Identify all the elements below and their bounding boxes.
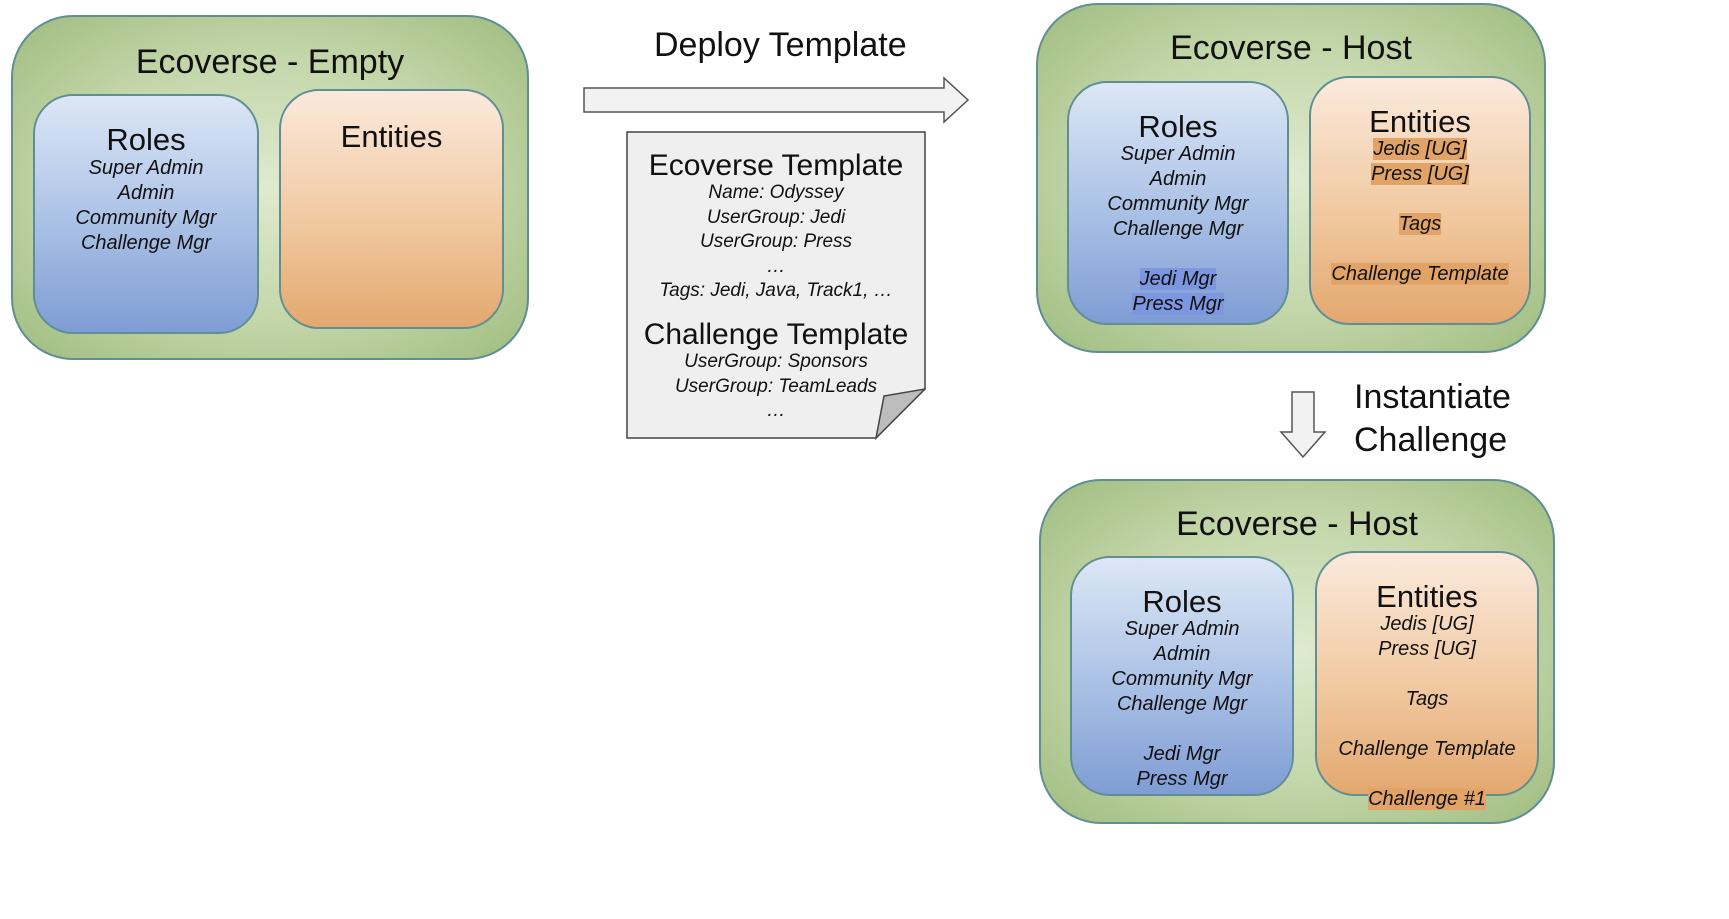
- ecoverse-template-title: Ecoverse Template: [648, 149, 904, 182]
- highlighted-entity: Jedis [UG]: [1373, 138, 1467, 160]
- ecoverse-host-container: Ecoverse - Host Roles Super Admin Admin …: [1036, 3, 1546, 353]
- entities-title: Entities: [1369, 104, 1471, 139]
- ecoverse-empty-title: Ecoverse - Empty: [135, 43, 405, 81]
- role-item: Community Mgr: [1111, 668, 1253, 690]
- new-role-item: Jedi Mgr: [1069, 267, 1287, 292]
- entities-panel: Entities Jedis [UG] Press [UG] Tags Chal…: [1315, 551, 1539, 810]
- highlighted-challenge-template: Challenge Template: [1331, 263, 1509, 285]
- new-role-item: Press Mgr: [1069, 292, 1287, 317]
- roles-list: Super Admin Admin Community Mgr Challeng…: [1072, 617, 1292, 792]
- template-line: UserGroup: Press: [699, 231, 853, 252]
- roles-title: Roles: [1142, 584, 1222, 619]
- role-item: Admin: [1153, 643, 1211, 665]
- roles-title: Roles: [1138, 109, 1218, 144]
- challenge-line: Challenge: [1354, 421, 1508, 459]
- role-item: Admin: [117, 182, 175, 204]
- template-line: UserGroup: Jedi: [706, 206, 846, 228]
- highlighted-entity: Press [UG]: [1371, 163, 1469, 185]
- ecoverse-host-instantiated-container: Ecoverse - Host Roles Super Admin Admin …: [1039, 479, 1555, 824]
- template-line: …: [766, 400, 786, 421]
- highlighted-role: Jedi Mgr: [1139, 268, 1217, 290]
- template-line: Name: Odyssey: [708, 182, 844, 203]
- role-item: Press Mgr: [1136, 768, 1228, 790]
- entities-title: Entities: [1376, 579, 1478, 614]
- template-line: UserGroup: TeamLeads: [674, 375, 878, 397]
- right-arrow-icon: [583, 76, 970, 124]
- challenge-template-item: Challenge Template: [1338, 738, 1516, 760]
- highlighted-challenge-instance: Challenge #1: [1368, 788, 1486, 810]
- roles-title: Roles: [106, 122, 186, 157]
- ecoverse-host-title: Ecoverse - Host: [1170, 29, 1412, 67]
- ecoverse-template-lines: Name: Odyssey UserGroup: Jedi UserGroup:…: [626, 181, 926, 304]
- challenge-template-item: Challenge Template: [1311, 262, 1529, 287]
- entity-item: Press [UG]: [1311, 162, 1529, 187]
- entity-item: Press [UG]: [1378, 638, 1476, 660]
- deploy-template-label: Deploy Template: [654, 26, 907, 64]
- template-line: Tags: Jedi, Java, Track1, …: [659, 280, 893, 301]
- role-item: Challenge Mgr: [1116, 693, 1248, 715]
- tags-item: Tags: [1311, 212, 1529, 237]
- challenge-template-lines: UserGroup: Sponsors UserGroup: TeamLeads…: [626, 350, 926, 424]
- entity-item: Jedis [UG]: [1380, 613, 1474, 635]
- role-item: Super Admin: [1124, 618, 1240, 640]
- roles-panel: Roles Super Admin Admin Community Mgr Ch…: [33, 94, 259, 334]
- role-item: Challenge Mgr: [1112, 218, 1244, 240]
- roles-list: Super Admin Admin Community Mgr Challeng…: [1069, 142, 1287, 317]
- challenge-instance-item: Challenge #1: [1317, 787, 1537, 812]
- template-line: UserGroup: Sponsors: [684, 351, 868, 372]
- role-item: Challenge Mgr: [80, 232, 212, 254]
- tags-item: Tags: [1405, 688, 1449, 710]
- highlighted-role: Press Mgr: [1132, 293, 1224, 315]
- entity-item: Jedis [UG]: [1311, 137, 1529, 162]
- template-document: Ecoverse Template Name: Odyssey UserGrou…: [626, 131, 926, 441]
- role-item: Admin: [1149, 168, 1207, 190]
- highlighted-tags: Tags: [1398, 213, 1442, 235]
- role-item: Super Admin: [88, 157, 204, 179]
- role-item: Community Mgr: [75, 207, 217, 229]
- entities-panel: Entities: [279, 89, 504, 329]
- role-item: Jedi Mgr: [1143, 743, 1221, 765]
- document-icon: [626, 131, 926, 441]
- role-item: Community Mgr: [1107, 193, 1249, 215]
- template-line: …: [766, 255, 786, 277]
- roles-list: Super Admin Admin Community Mgr Challeng…: [35, 156, 257, 256]
- entities-list: Jedis [UG] Press [UG] Tags Challenge Tem…: [1311, 137, 1529, 287]
- ecoverse-empty-container: Ecoverse - Empty Roles Super Admin Admin…: [11, 15, 529, 360]
- roles-panel: Roles Super Admin Admin Community Mgr Ch…: [1070, 556, 1294, 796]
- entities-panel: Entities Jedis [UG] Press [UG] Tags Chal…: [1309, 76, 1531, 325]
- challenge-template-title: Challenge Template: [643, 318, 909, 351]
- ecoverse-host-title: Ecoverse - Host: [1176, 505, 1418, 543]
- role-item: Super Admin: [1120, 143, 1236, 165]
- entities-title: Entities: [340, 119, 443, 154]
- entities-list: Jedis [UG] Press [UG] Tags Challenge Tem…: [1317, 612, 1537, 812]
- roles-panel: Roles Super Admin Admin Community Mgr Ch…: [1067, 81, 1289, 325]
- instantiate-challenge-label: Instantiate Challenge: [1354, 376, 1511, 462]
- down-arrow-icon: [1279, 391, 1327, 459]
- instantiate-line: Instantiate: [1354, 378, 1511, 416]
